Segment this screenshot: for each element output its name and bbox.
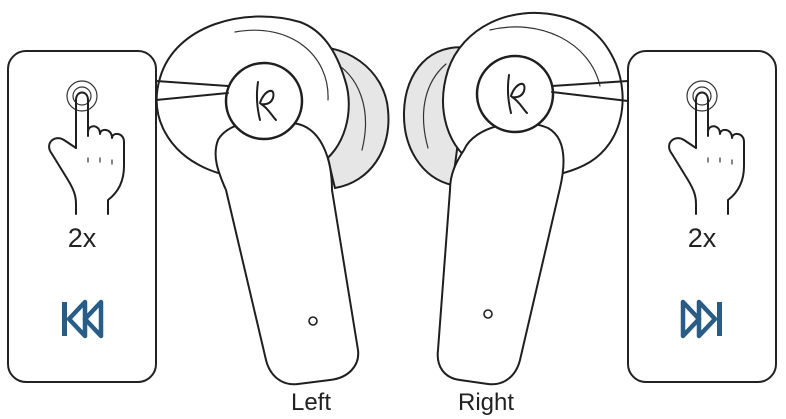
k-logo-icon <box>506 74 528 114</box>
k-logo-icon <box>255 81 277 121</box>
left-control-panel: 2x <box>7 50 157 383</box>
right-earbud-stem <box>436 121 565 386</box>
right-count-label: 2x <box>688 223 717 253</box>
left-mic-hole <box>308 316 318 326</box>
left-touch-button <box>224 61 304 141</box>
right-mic-hole <box>483 309 493 319</box>
tap-finger-icon <box>668 80 745 215</box>
left-count-label: 2x <box>68 223 97 253</box>
right-touch-button <box>475 54 555 134</box>
right-earbud-label: Right <box>458 389 514 416</box>
next-track-icon <box>680 299 722 339</box>
right-earbud <box>402 11 629 386</box>
left-earbud-label: Left <box>291 389 331 416</box>
right-control-panel: 2x <box>627 50 777 383</box>
previous-track-icon <box>62 299 104 339</box>
tap-finger-icon <box>48 80 125 215</box>
left-earbud <box>155 15 390 386</box>
